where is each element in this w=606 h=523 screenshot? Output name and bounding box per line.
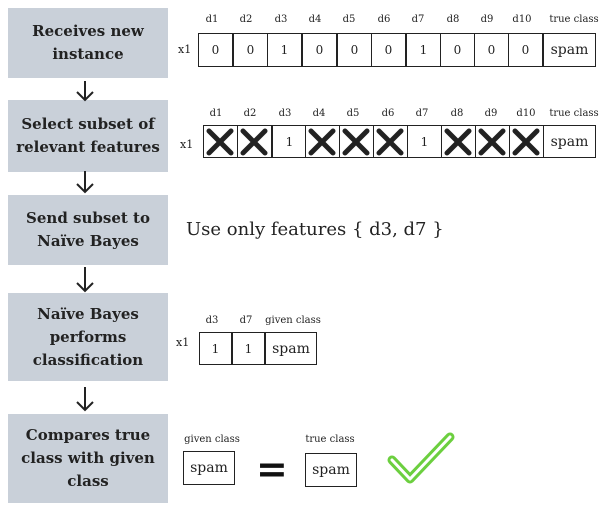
cross-icon bbox=[342, 128, 370, 156]
cross-icon bbox=[478, 128, 506, 156]
feature-header: d3 bbox=[205, 315, 219, 326]
feature-cell: 0 bbox=[302, 33, 337, 67]
feature-header: d6 bbox=[377, 14, 391, 25]
feature-cell: 1 bbox=[199, 332, 232, 365]
feature-header: d7 bbox=[239, 315, 253, 326]
class-cell: spam bbox=[265, 332, 317, 365]
feature-cell: 0 bbox=[440, 33, 475, 67]
feature-cell: 0 bbox=[233, 33, 268, 67]
cross-icon bbox=[308, 128, 336, 156]
true-class-value: spam bbox=[305, 453, 357, 487]
instance-label: x1 bbox=[180, 138, 194, 151]
step-label: Select subset of relevant features bbox=[16, 115, 160, 156]
feature-cell: 0 bbox=[371, 33, 406, 67]
instance-label: x1 bbox=[178, 43, 192, 56]
feature-header: d3 bbox=[278, 108, 292, 119]
given-class-header: given class bbox=[265, 315, 321, 326]
arrow-down-icon bbox=[76, 171, 94, 194]
given-class-header: given class bbox=[184, 434, 240, 445]
feature-header: d6 bbox=[381, 108, 395, 119]
feature-header: d10 bbox=[512, 14, 532, 25]
step-label: Receives new instance bbox=[32, 22, 144, 63]
feature-header: d7 bbox=[411, 14, 425, 25]
feature-cell: 1 bbox=[272, 125, 307, 158]
feature-header: d2 bbox=[239, 14, 253, 25]
feature-header: d1 bbox=[209, 108, 223, 119]
given-class-value: spam bbox=[183, 451, 235, 485]
feature-header: d9 bbox=[484, 108, 498, 119]
class-cell: spam bbox=[543, 125, 596, 158]
feature-subset-note: Use only features { d3, d7 } bbox=[186, 219, 444, 240]
equals-sign: = bbox=[256, 447, 288, 491]
step-label: Naïve Bayes performs classification bbox=[32, 304, 144, 369]
feature-header: d9 bbox=[480, 14, 494, 25]
feature-header: d7 bbox=[415, 108, 429, 119]
step-naive-bayes: Naïve Bayes performs classification bbox=[8, 293, 168, 381]
feature-cell: 0 bbox=[198, 33, 233, 67]
cross-icon bbox=[240, 128, 268, 156]
feature-header: d5 bbox=[342, 14, 356, 25]
feature-cell: 1 bbox=[232, 332, 265, 365]
feature-header: d1 bbox=[205, 14, 219, 25]
class-cell: spam bbox=[543, 33, 596, 67]
step-receives-instance: Receives new instance bbox=[8, 8, 168, 78]
feature-header: d8 bbox=[446, 14, 460, 25]
feature-header: d4 bbox=[312, 108, 326, 119]
feature-cell: 1 bbox=[267, 33, 302, 67]
cross-icon bbox=[512, 128, 540, 156]
cross-icon bbox=[206, 128, 234, 156]
arrow-down-icon bbox=[76, 267, 94, 293]
true-class-header: true class bbox=[549, 14, 599, 25]
feature-header: d8 bbox=[450, 108, 464, 119]
feature-header: d5 bbox=[346, 108, 360, 119]
feature-header: d3 bbox=[274, 14, 288, 25]
step-send-subset: Send subset to Naïve Bayes bbox=[8, 195, 168, 265]
checkmark-icon bbox=[387, 432, 455, 484]
instance-label: x1 bbox=[176, 336, 190, 349]
feature-cell: 1 bbox=[406, 33, 441, 67]
feature-cell: 0 bbox=[474, 33, 509, 67]
true-class-header: true class bbox=[305, 434, 355, 445]
cross-icon bbox=[376, 128, 404, 156]
feature-header: d4 bbox=[308, 14, 322, 25]
step-label: Send subset to Naïve Bayes bbox=[26, 209, 150, 250]
true-class-header: true class bbox=[549, 108, 599, 119]
feature-cell: 0 bbox=[337, 33, 372, 67]
feature-cell: 0 bbox=[508, 33, 543, 67]
feature-cell: 1 bbox=[407, 125, 442, 158]
step-label: Compares true class with given class bbox=[21, 426, 155, 490]
feature-header: d2 bbox=[243, 108, 257, 119]
feature-header: d10 bbox=[516, 108, 536, 119]
step-compare: Compares true class with given class bbox=[8, 414, 168, 503]
arrow-down-icon bbox=[76, 387, 94, 412]
step-select-features: Select subset of relevant features bbox=[8, 100, 168, 172]
arrow-down-icon bbox=[76, 81, 94, 102]
cross-icon bbox=[444, 128, 472, 156]
